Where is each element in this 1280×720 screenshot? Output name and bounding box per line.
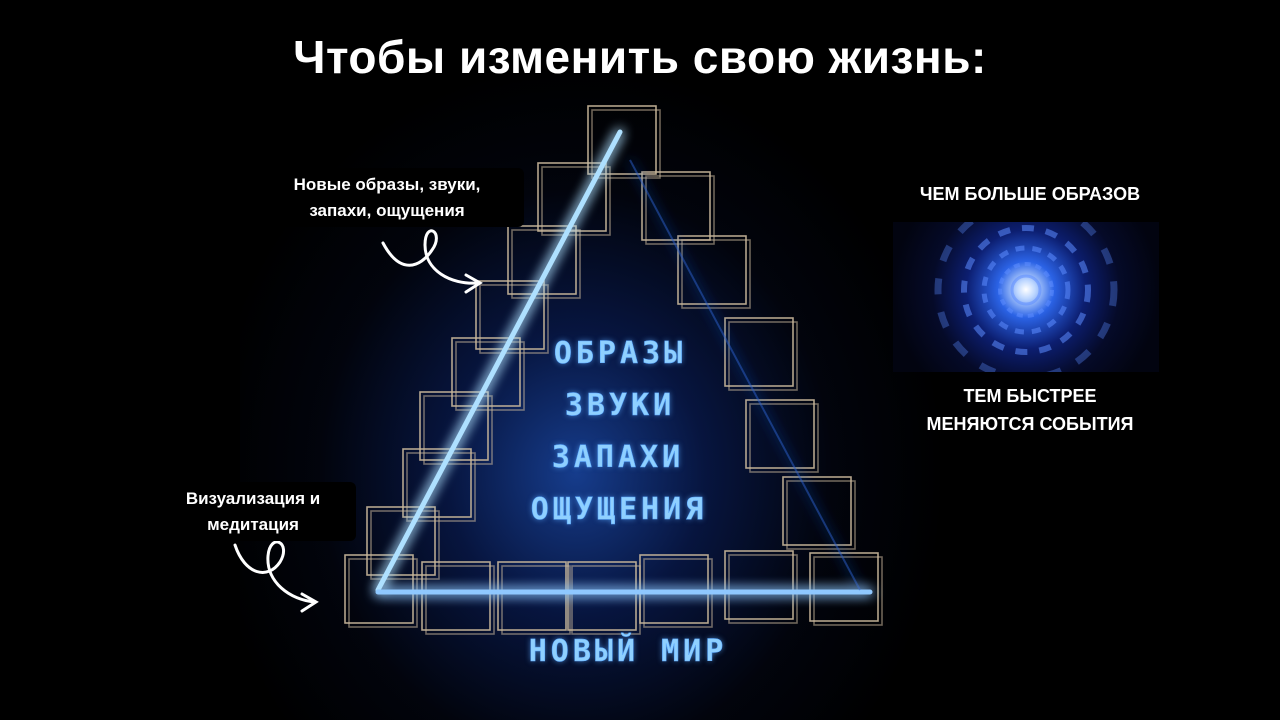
- pyramid-word-sensations: ОЩУЩЕНИЯ: [530, 492, 708, 528]
- new-world-label: НОВЫЙ МИР: [528, 634, 728, 670]
- square-frame: [786, 480, 856, 550]
- square-frame: [728, 321, 798, 391]
- callout-new-images: Новые образы, звуки, запахи, ощущения: [250, 168, 524, 227]
- square-frame: [639, 554, 709, 624]
- square-frame: [641, 171, 711, 241]
- square-frame: [419, 391, 489, 461]
- square-frame: [425, 565, 495, 635]
- square-frame: [501, 565, 571, 635]
- square-frame: [724, 550, 794, 620]
- square-frame: [421, 561, 491, 631]
- square-frame: [541, 166, 611, 236]
- square-frame: [507, 225, 577, 295]
- square-frame: [567, 561, 637, 631]
- arrow-top: [381, 229, 480, 285]
- right-panel-top-text: ЧЕМ БОЛЬШЕ ОБРАЗОВ: [919, 184, 1141, 204]
- square-frame: [782, 476, 852, 546]
- callout-visualization: Визуализация и медитация: [150, 482, 356, 541]
- square-frame: [749, 403, 819, 473]
- square-frame: [571, 565, 641, 635]
- right-bottom-line2: МЕНЯЮТСЯ СОБЫТИЯ: [926, 413, 1134, 434]
- page-title: Чтобы изменить свою жизнь:: [293, 31, 987, 83]
- neon-beam-right: [629, 159, 861, 591]
- square-frame: [587, 105, 657, 175]
- square-frame: [455, 341, 525, 411]
- callout-bottom-line1: Визуализация и: [185, 489, 321, 508]
- callout-top-line1: Новые образы, звуки,: [293, 175, 481, 194]
- square-frame: [728, 554, 798, 624]
- square-frame: [511, 229, 581, 299]
- square-frame: [745, 399, 815, 469]
- arrows: [233, 229, 483, 613]
- square-frame: [677, 235, 747, 305]
- square-frame: [809, 552, 879, 622]
- square-frame: [497, 561, 567, 631]
- square-frame: [645, 175, 715, 245]
- arrow-bottom-head: [300, 592, 319, 613]
- tunnel-rings: [934, 222, 1118, 372]
- right-panel-bottom-text: ТЕМ БЫСТРЕЕ МЕНЯЮТСЯ СОБЫТИЯ: [895, 383, 1165, 439]
- tunnel-image: [893, 222, 1159, 372]
- pyramid-word-sounds: ЗВУКИ: [564, 388, 676, 424]
- square-frame: [591, 109, 661, 179]
- square-frame: [681, 239, 751, 309]
- square-frame: [479, 284, 549, 354]
- neon-beam-left: [375, 129, 623, 593]
- square-frame: [366, 506, 436, 576]
- square-frame: [406, 452, 476, 522]
- square-frame: [370, 510, 440, 580]
- square-frame: [475, 280, 545, 350]
- right-bottom-line1: ТЕМ БЫСТРЕЕ: [963, 386, 1097, 406]
- square-frame: [344, 554, 414, 624]
- pyramid-word-images: ОБРАЗЫ: [553, 336, 687, 372]
- square-frame: [423, 395, 493, 465]
- pyramid-word-smells: ЗАПАХИ: [551, 440, 685, 476]
- callout-bottom-line2: медитация: [207, 514, 299, 534]
- square-frame: [451, 337, 521, 407]
- callout-top-line2: запахи, ощущения: [309, 200, 465, 220]
- square-frame: [402, 448, 472, 518]
- square-frames: [344, 105, 883, 635]
- arrow-bottom: [233, 540, 317, 604]
- arrow-top-head: [464, 273, 483, 294]
- neon-beams: [375, 129, 873, 595]
- square-frame: [537, 162, 607, 232]
- square-frame: [724, 317, 794, 387]
